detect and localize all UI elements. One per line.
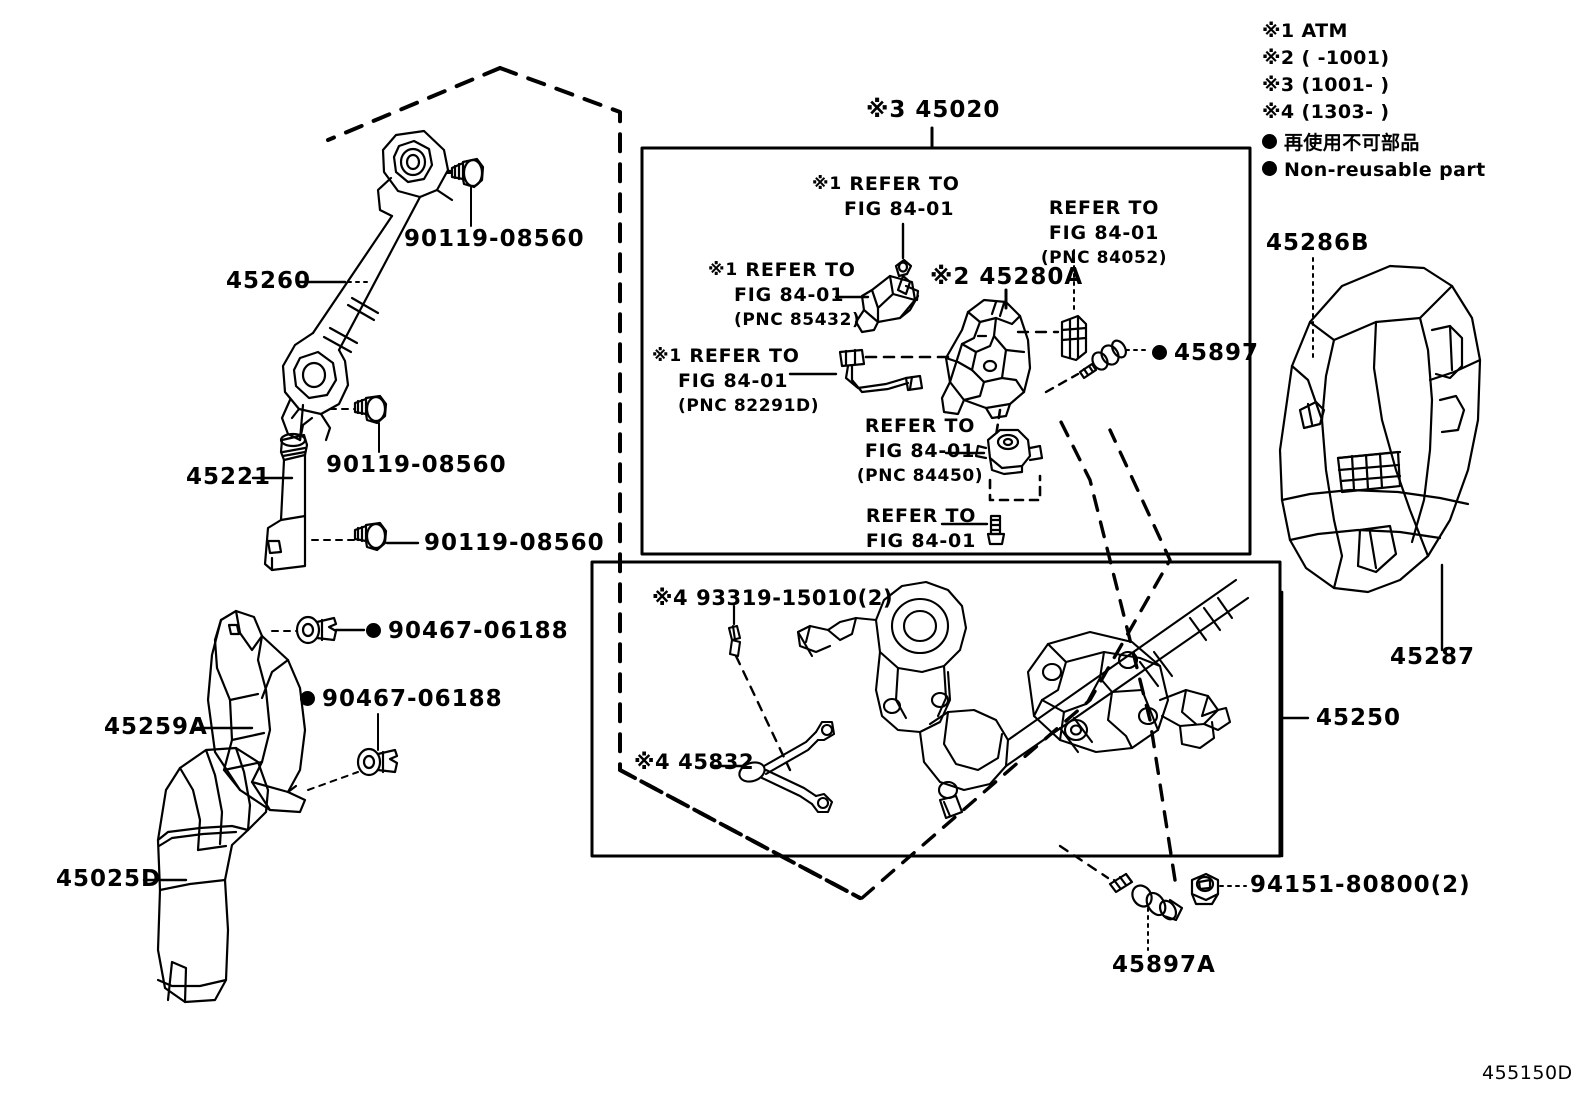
refer-5-line2: FIG 84-01 — [864, 440, 976, 462]
harness-82291D — [838, 348, 924, 394]
nut-94151 — [1190, 872, 1220, 906]
refer-5-line1: REFER TO — [864, 415, 976, 437]
label-90119-top: 90119-08560 — [404, 226, 585, 252]
refer-block-4: ※1 REFER TO FIG 84-01 (PNC 82291D) — [652, 344, 819, 419]
part-45250-column-assembly — [796, 578, 1250, 820]
bolt-90119-top — [446, 157, 485, 189]
bracket-84052 — [1060, 314, 1088, 362]
legend-note-en: Non-reusable part — [1262, 157, 1486, 184]
label-45025D: 45025D — [56, 866, 162, 892]
part-45832-cable — [738, 720, 836, 814]
refer-3-line2: FIG 84-01 — [1048, 222, 1160, 244]
bolt-45897A — [1108, 872, 1184, 922]
key-cylinder-84450 — [974, 428, 1044, 476]
fastener-r1 — [894, 258, 913, 296]
refer-4-line1: REFER TO — [689, 345, 800, 367]
label-45286B: 45286B — [1266, 230, 1370, 256]
upper-detail-box — [640, 146, 1252, 556]
bolt-93319 — [727, 624, 742, 658]
refer-4-pnc: (PNC 82291D) — [678, 396, 820, 416]
figure-code: 455150D — [1482, 1062, 1573, 1084]
refer-2-star: ※1 — [708, 260, 738, 280]
refer-block-2: ※1 REFER TO FIG 84-01 (PNC 85432) — [708, 258, 860, 333]
label-45260: 45260 — [226, 268, 312, 294]
refer-1-line1: REFER TO — [849, 173, 960, 195]
refer-block-3: REFER TO FIG 84-01 (PNC 84052) — [1014, 196, 1194, 271]
refer-4-star: ※1 — [652, 346, 682, 366]
label-45020: ※3 45020 — [866, 97, 1001, 123]
part-45286B-upper-cover — [1278, 264, 1482, 594]
refer-5-pnc: (PNC 84450) — [856, 466, 984, 486]
label-90119-mid: 90119-08560 — [326, 452, 507, 478]
legend-line-2: ※2 ( -1001) — [1262, 47, 1390, 69]
refer-3-pnc: (PNC 84052) — [1040, 248, 1168, 268]
refer-3-line1: REFER TO — [1048, 197, 1160, 219]
label-45250: 45250 — [1316, 705, 1402, 731]
non-reusable-dot-90467-top — [366, 623, 381, 638]
refer-2-pnc: (PNC 85432) — [734, 310, 861, 330]
legend-line-3: ※3 (1001- ) — [1262, 74, 1390, 96]
non-reusable-dot-icon-2 — [1262, 161, 1277, 176]
clip-90467-top — [295, 615, 338, 645]
part-45260-shaft — [280, 129, 454, 442]
part-45025D-cover — [156, 746, 270, 1004]
label-45832: ※4 45832 — [634, 750, 755, 774]
label-90467-top: 90467-06188 — [366, 618, 569, 644]
clip-90467-bottom — [356, 747, 399, 777]
label-94151: 94151-80800(2) — [1250, 872, 1471, 898]
label-90467-bottom: 90467-06188 — [300, 686, 503, 712]
non-reusable-dot-45897 — [1152, 345, 1167, 360]
label-93319: ※4 93319-15010(2) — [652, 586, 894, 610]
part-45280A-switch-assembly — [940, 298, 1032, 420]
legend-note-jp: 再使用不可部品 — [1262, 130, 1486, 157]
bolt-45897 — [1078, 339, 1127, 380]
legend-line-1: ※1 ATM — [1262, 20, 1348, 42]
legend-line-4: ※4 (1303- ) — [1262, 101, 1390, 123]
label-45287: 45287 — [1390, 644, 1476, 670]
refer-2-line1: REFER TO — [745, 259, 856, 281]
non-reusable-dot-90467-bottom — [300, 691, 315, 706]
refer-1-star: ※1 — [812, 174, 842, 194]
bolt-90119-mid — [353, 394, 388, 425]
refer-6-line2: FIG 84-01 — [865, 530, 977, 552]
refer-4-line2: FIG 84-01 — [678, 370, 789, 392]
refer-1-line2: FIG 84-01 — [844, 198, 955, 220]
part-45259A-cover — [206, 609, 307, 814]
switch-85432 — [854, 274, 920, 334]
label-45280A: ※2 45280A — [930, 264, 1084, 290]
refer-block-5: REFER TO FIG 84-01 (PNC 84450) — [826, 414, 1014, 489]
label-90119-bottom: 90119-08560 — [424, 530, 605, 556]
refer-2-line2: FIG 84-01 — [734, 284, 845, 306]
label-45897A: 45897A — [1112, 952, 1216, 978]
label-45221: 45221 — [186, 464, 272, 490]
bolt-90119-bottom — [353, 521, 388, 552]
label-45259A: 45259A — [104, 714, 208, 740]
refer-6-line1: REFER TO — [865, 505, 977, 527]
refer-block-6: REFER TO FIG 84-01 — [828, 504, 1014, 554]
screw-bottom — [986, 514, 1006, 546]
refer-block-1: ※1 REFER TO FIG 84-01 — [812, 172, 960, 222]
lower-detail-box — [590, 560, 1282, 858]
part-45221-tube — [263, 432, 309, 572]
legend-block: ※1 ATM ※2 ( -1001) ※3 (1001- ) ※4 (1303-… — [1262, 18, 1486, 184]
non-reusable-dot-icon — [1262, 134, 1277, 149]
label-45897: 45897 — [1152, 340, 1259, 366]
